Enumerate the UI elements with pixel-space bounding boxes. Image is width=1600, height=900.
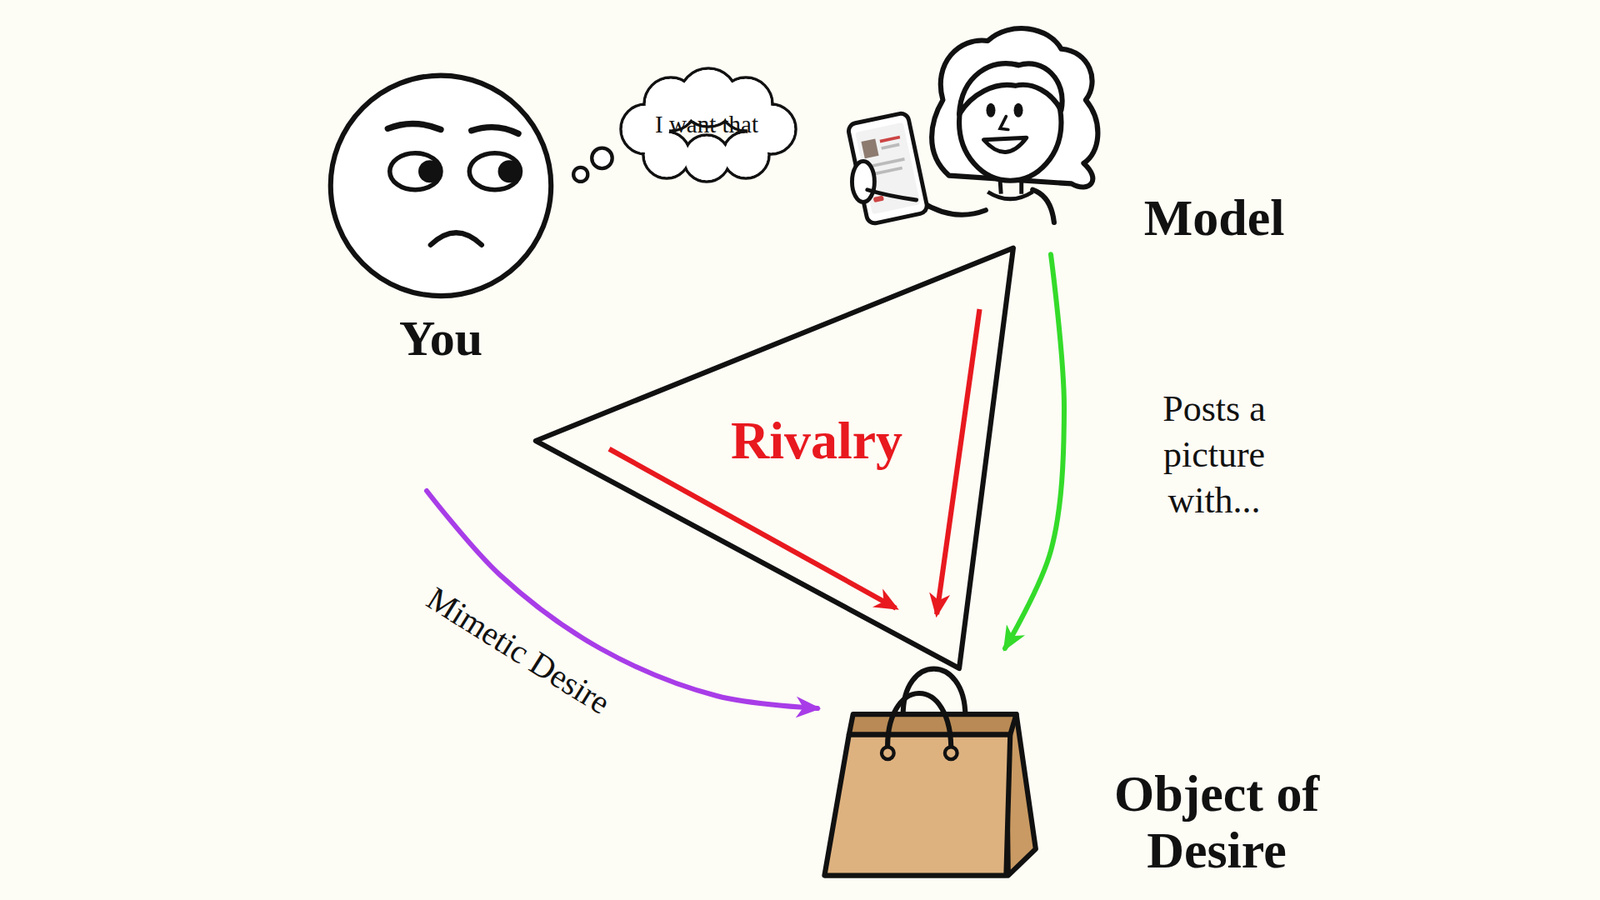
model-figure: Model — [841, 20, 1343, 251]
mouth — [430, 232, 482, 245]
bag-handle — [887, 693, 951, 754]
cloud-fill — [685, 136, 729, 180]
phone-line — [880, 143, 900, 150]
bag-hole — [881, 746, 895, 760]
pupil — [498, 160, 521, 183]
node-label: You — [332, 310, 550, 368]
rivalry-arrow — [936, 309, 980, 615]
connector-arrow — [1005, 254, 1065, 649]
face — [330, 75, 551, 296]
neck — [1000, 178, 1022, 194]
pupil — [418, 160, 441, 183]
edge-label: Posts a picture with... — [1143, 385, 1285, 524]
collar — [987, 191, 1033, 200]
arm — [921, 201, 986, 215]
bag-hole — [945, 746, 958, 760]
object-of-desire: Object of Desire — [820, 651, 1355, 890]
thought-bubble-dot — [573, 167, 588, 182]
bangs — [959, 63, 1063, 115]
phone — [847, 112, 929, 225]
hair — [931, 28, 1098, 187]
shoulder — [1032, 190, 1055, 223]
nose — [1000, 116, 1009, 130]
phone-line — [880, 135, 901, 144]
eye — [390, 153, 441, 190]
thought-text: I want that — [623, 110, 790, 140]
eyebrow — [471, 127, 519, 135]
connector-arrow — [426, 490, 818, 709]
phone-body — [847, 112, 929, 225]
rivalry-arrow — [609, 449, 896, 609]
hand — [867, 190, 917, 200]
hand — [851, 160, 875, 202]
cloud-lobe — [683, 135, 730, 182]
bag-front — [824, 735, 1010, 876]
eye — [985, 103, 995, 118]
node-label: Model — [1089, 188, 1340, 248]
phone-button — [873, 195, 885, 204]
cloud-fill — [645, 133, 689, 177]
edge-label: Mimetic Desire — [390, 560, 645, 741]
rivalry-triangle — [535, 248, 1014, 669]
eyebrow — [387, 123, 441, 130]
you-figure: You — [325, 79, 559, 488]
smile — [983, 137, 1026, 152]
cloud-fill — [724, 133, 768, 177]
phone-photo — [860, 138, 879, 159]
node-label: Object of Desire — [1083, 765, 1350, 879]
bag-top — [849, 714, 1017, 735]
thought-cloud: I want that — [612, 66, 801, 184]
eye — [1014, 103, 1024, 118]
drawing — [330, 28, 1099, 876]
relation-label: Rivalry — [691, 410, 942, 472]
thought-bubble-dot — [591, 148, 612, 169]
eye — [469, 153, 520, 190]
